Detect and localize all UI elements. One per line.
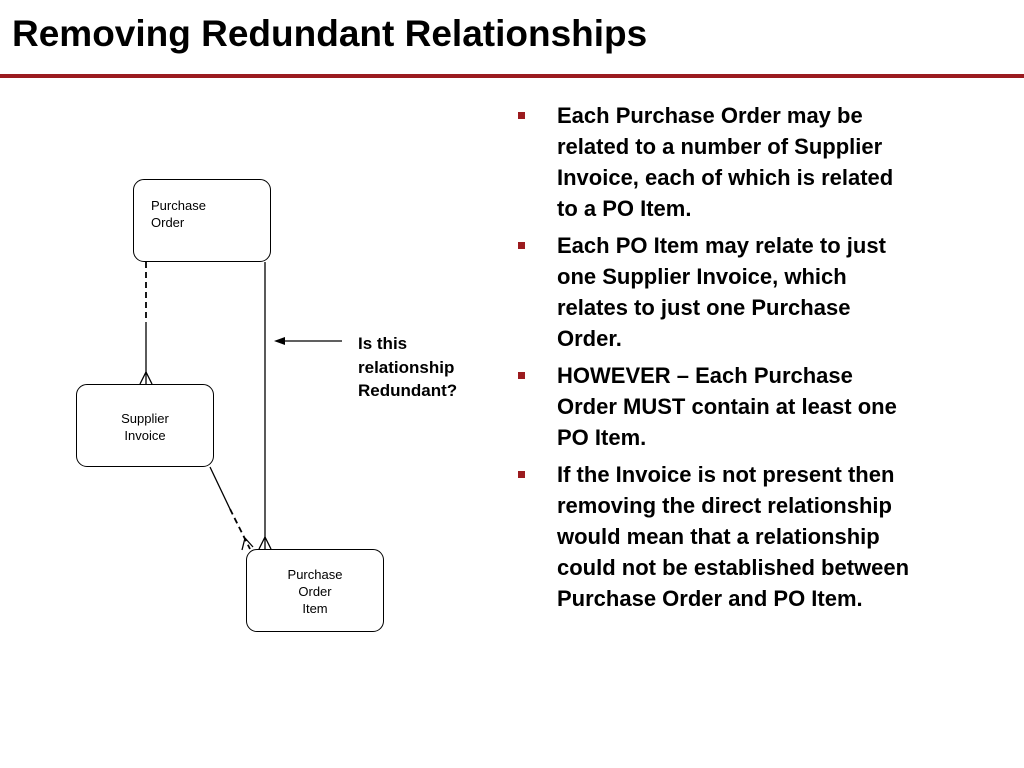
bullet-text: Each PO Item may relate to just one Supp…: [557, 233, 886, 351]
entity-label: Purchase Order: [151, 198, 206, 230]
bullet-square-icon: [518, 372, 525, 379]
relationship-po-item-direct: [258, 262, 272, 550]
bullet-square-icon: [518, 112, 525, 119]
relationship-po-invoice: [139, 262, 153, 385]
bullet-item: Each Purchase Order may be related to a …: [518, 100, 918, 224]
slide-title: Removing Redundant Relationships: [12, 13, 648, 54]
relationship-invoice-item: [209, 466, 254, 551]
bullet-list: Each Purchase Order may be related to a …: [518, 100, 918, 620]
redundancy-question: Is this relationship Redundant?: [358, 334, 458, 400]
bullet-item: HOWEVER – Each Purchase Order MUST conta…: [518, 360, 918, 453]
entity-label: Purchase Order Item: [287, 567, 343, 616]
bullet-square-icon: [518, 471, 525, 478]
arrow-icon: [274, 337, 342, 345]
entity-purchase-order-item: Purchase Order Item: [246, 549, 384, 632]
bullet-text: HOWEVER – Each Purchase Order MUST conta…: [557, 363, 897, 450]
entity-purchase-order: Purchase Order: [133, 179, 271, 262]
bullet-text: If the Invoice is not present then remov…: [557, 462, 910, 611]
bullet-item: Each PO Item may relate to just one Supp…: [518, 230, 918, 354]
bullet-square-icon: [518, 242, 525, 249]
bullet-text: Each Purchase Order may be related to a …: [557, 103, 894, 221]
entity-label: Supplier Invoice: [121, 411, 169, 443]
entity-supplier-invoice: Supplier Invoice: [76, 384, 214, 467]
title-divider: [0, 74, 1024, 78]
bullet-item: If the Invoice is not present then remov…: [518, 459, 918, 614]
